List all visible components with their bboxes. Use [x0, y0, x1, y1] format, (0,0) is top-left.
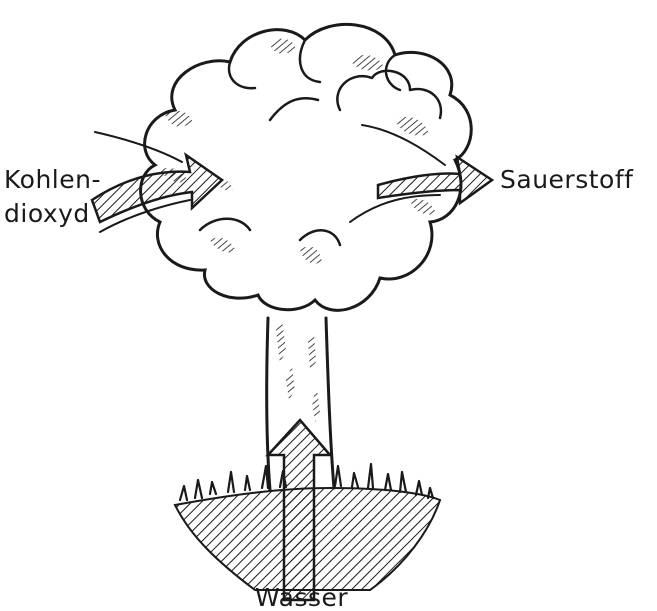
oxygen-label: Sauerstoff	[500, 165, 634, 194]
co2-label-line1: Kohlen-	[4, 165, 101, 194]
water-label: Wasser	[255, 583, 348, 611]
co2-label-line2: dioxyd	[4, 199, 90, 228]
